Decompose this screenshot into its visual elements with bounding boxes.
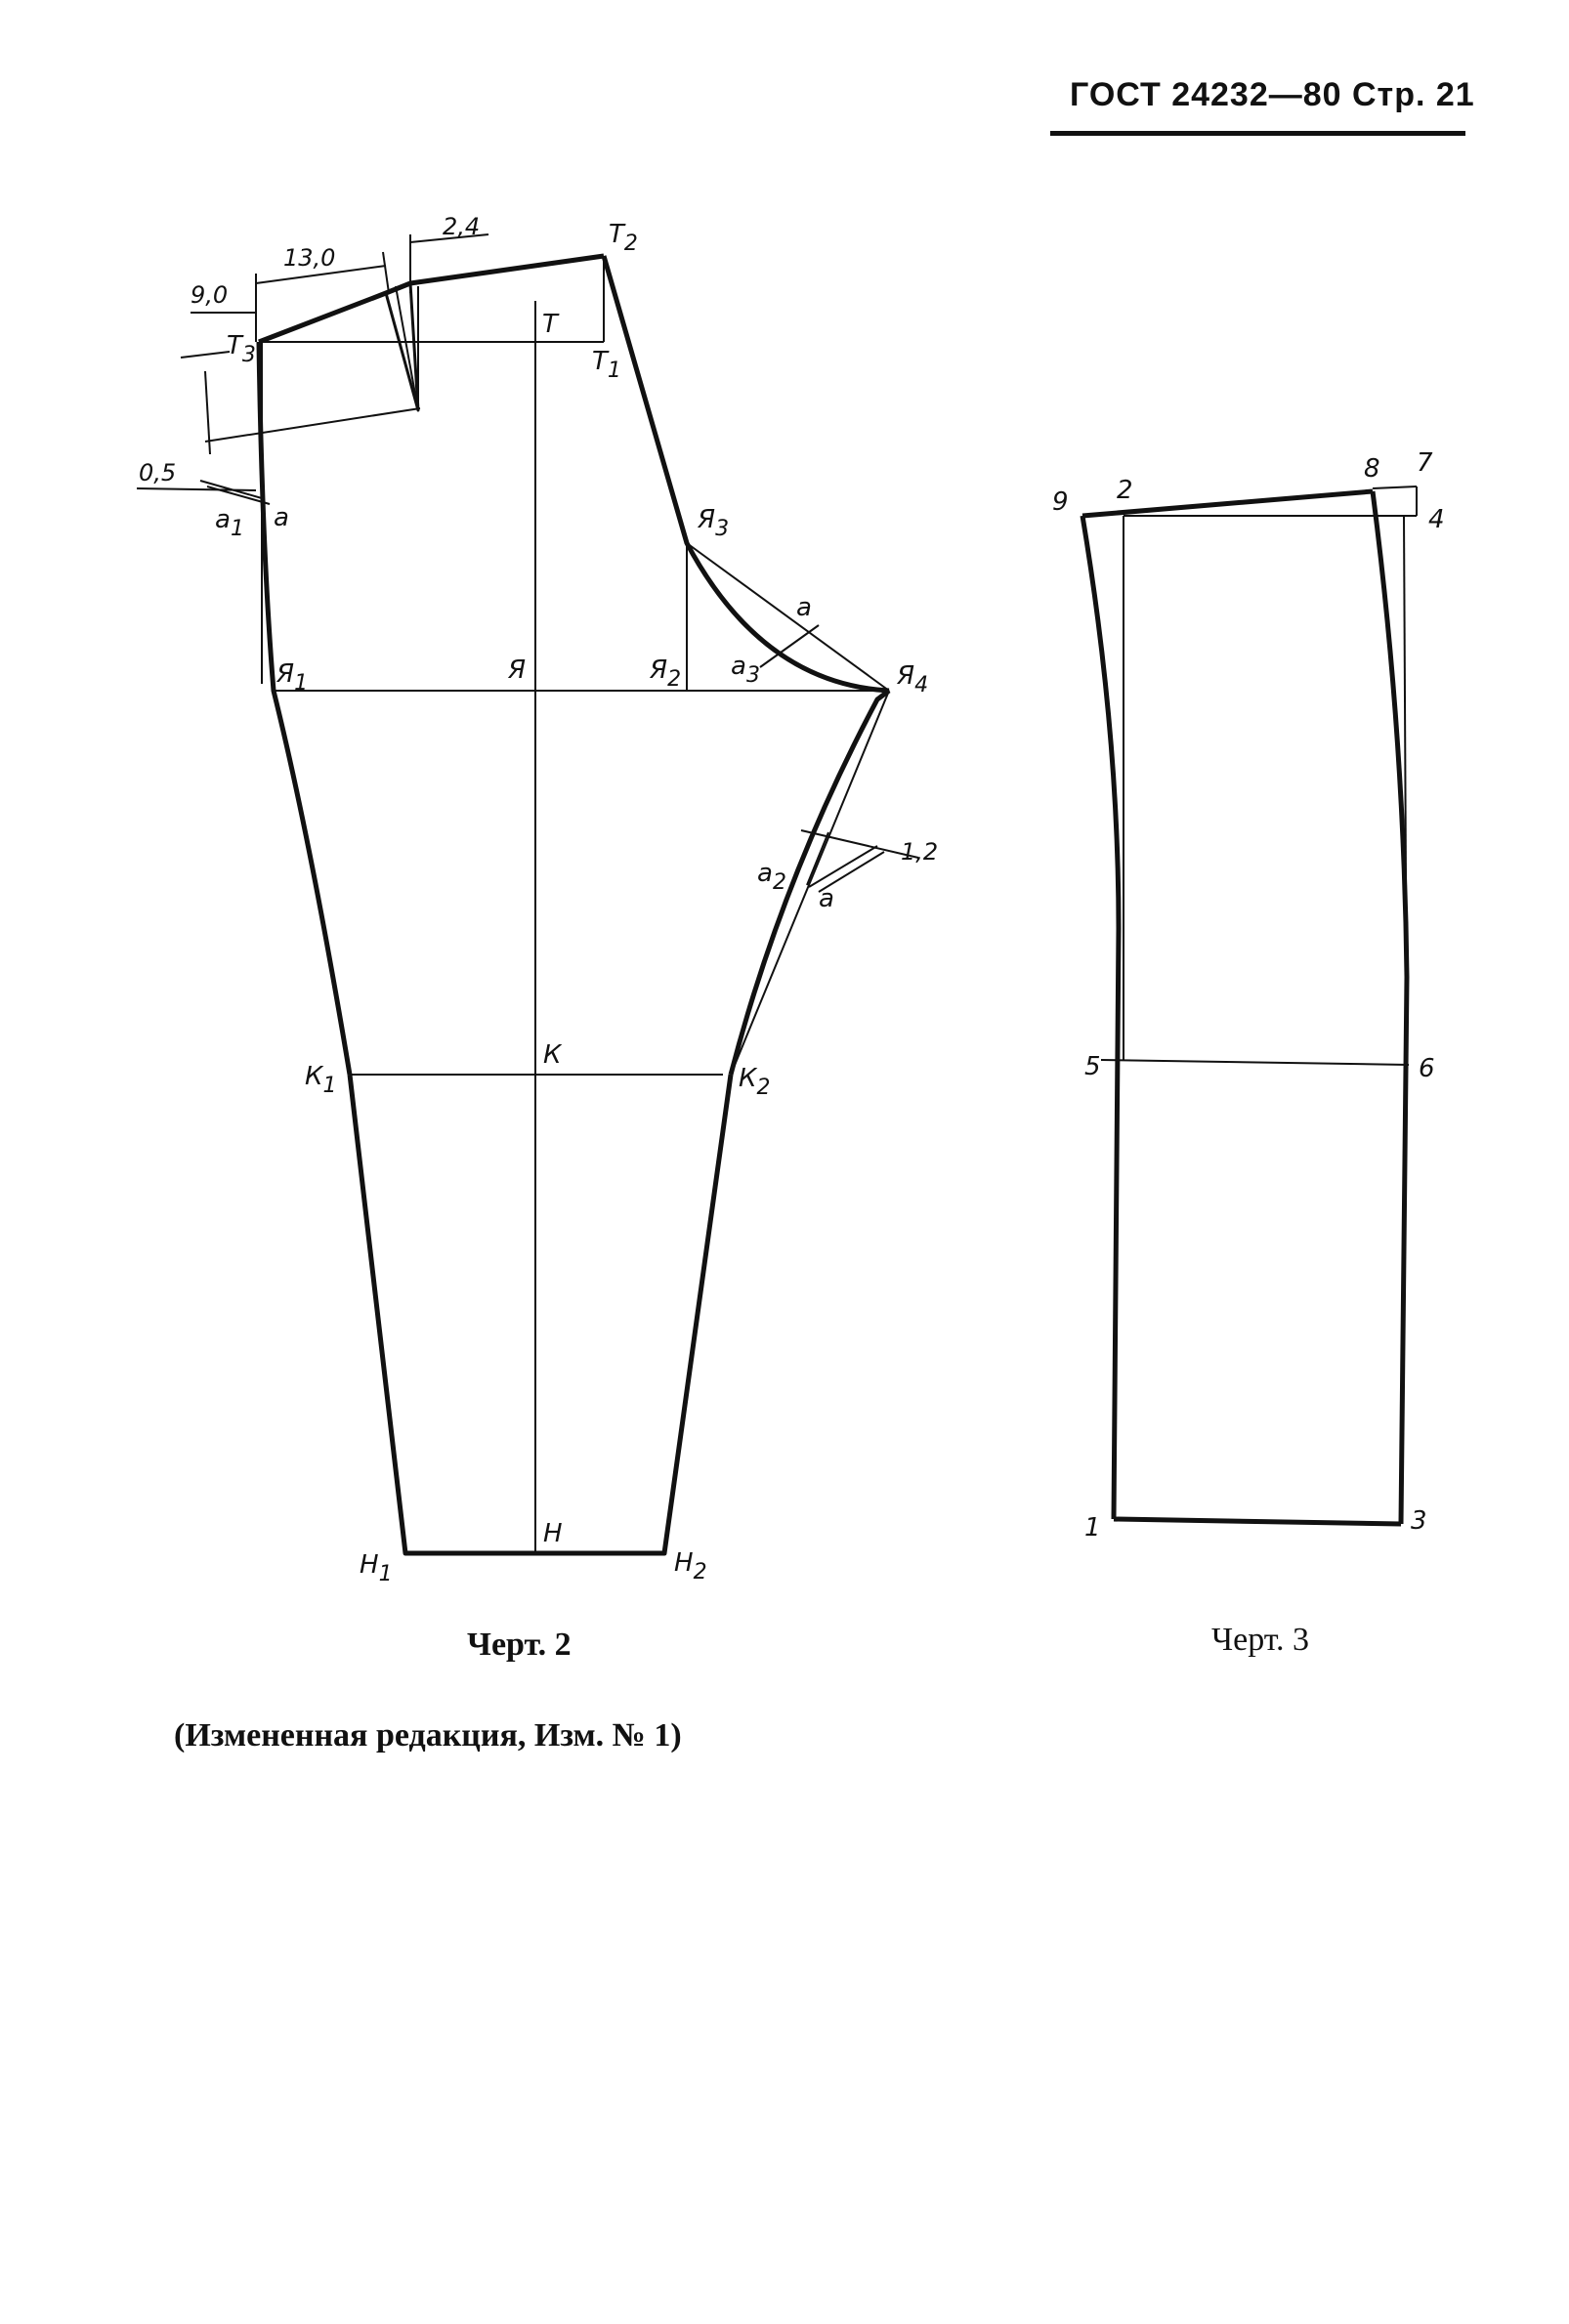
label-a-mid: а [796,593,812,622]
dim-label-1-2: 1,2 [901,838,938,866]
label-H: Н [543,1519,563,1548]
figure-3-caption: Черт. 3 [1211,1622,1310,1658]
label-7: 7 [1417,448,1433,478]
knee-line-5-6 [1100,1059,1410,1066]
inseam-contour [728,689,891,1076]
side-contour [256,341,353,1076]
dim-13 [255,265,387,284]
dim-label-13: 13,0 [283,244,335,272]
dart-side [395,285,419,411]
label-a1: а1 [215,505,244,541]
figure-2-drawing [136,233,919,1556]
label-H2: Н2 [674,1548,707,1585]
label-T2: Т2 [609,220,638,256]
label-6: 6 [1419,1054,1435,1083]
label-Ya: Я [507,655,526,685]
label-a3: а3 [731,652,760,688]
waist-contour [258,253,605,345]
label-1: 1 [1084,1513,1101,1542]
figure-2-caption: Черт. 2 [467,1627,572,1663]
perp-a [759,624,820,668]
label-T3: Т3 [227,331,256,367]
label-Ya1: Я1 [276,659,308,696]
leg-contour [347,1074,734,1556]
dim-2-4 [409,233,489,243]
chord-Ya3-Ya4 [686,542,890,692]
right-contour [1370,490,1410,1525]
label-9: 9 [1052,487,1069,517]
chord-Ya4-K2 [730,690,890,1076]
label-K1: К1 [305,1062,336,1098]
label-3: 3 [1411,1506,1427,1536]
dim-label-9: 9,0 [191,281,228,309]
top-contour [1081,488,1374,519]
label-Ya3: Я3 [697,505,729,541]
figure-2-labels: 13,0 2,4 9,0 0,5 1,2 Т2 Т Т1 Т3 а1 а Я3 … [139,213,938,1586]
label-T: Т [542,310,560,339]
label-Ya2: Я2 [649,655,681,692]
figure-3-drawing [1080,486,1418,1527]
dim-label-0-5: 0,5 [139,459,176,486]
page-header: ГОСТ 24232—80 Стр. 21 [1070,76,1475,113]
label-Ya4: Я4 [896,661,928,697]
label-4: 4 [1428,505,1445,534]
label-8: 8 [1364,454,1380,484]
label-K: К [543,1040,563,1070]
dim-0-5 [136,487,257,491]
label-K2: К2 [739,1064,770,1100]
dim-9-vertical [204,370,211,455]
bottom-contour [1113,1516,1402,1527]
label-T1: Т1 [592,347,621,383]
revision-note: (Измененная редакция, Изм. № 1) [174,1717,682,1754]
header-rule [1050,131,1465,136]
label-a-low: а [819,884,834,913]
dim-1-2 [800,829,919,859]
left-contour [1080,515,1122,1520]
label-H1: Н1 [360,1550,393,1586]
dim-line-low [204,407,421,443]
label-a-top: а [274,503,289,532]
label-2: 2 [1117,476,1133,505]
figure-3-labels: 9 2 8 7 4 5 6 1 3 [1052,448,1445,1542]
crotch-contour [601,255,890,694]
dim-label-2-4: 2,4 [443,213,480,240]
label-5: 5 [1084,1052,1101,1081]
label-a2: а2 [757,859,786,895]
